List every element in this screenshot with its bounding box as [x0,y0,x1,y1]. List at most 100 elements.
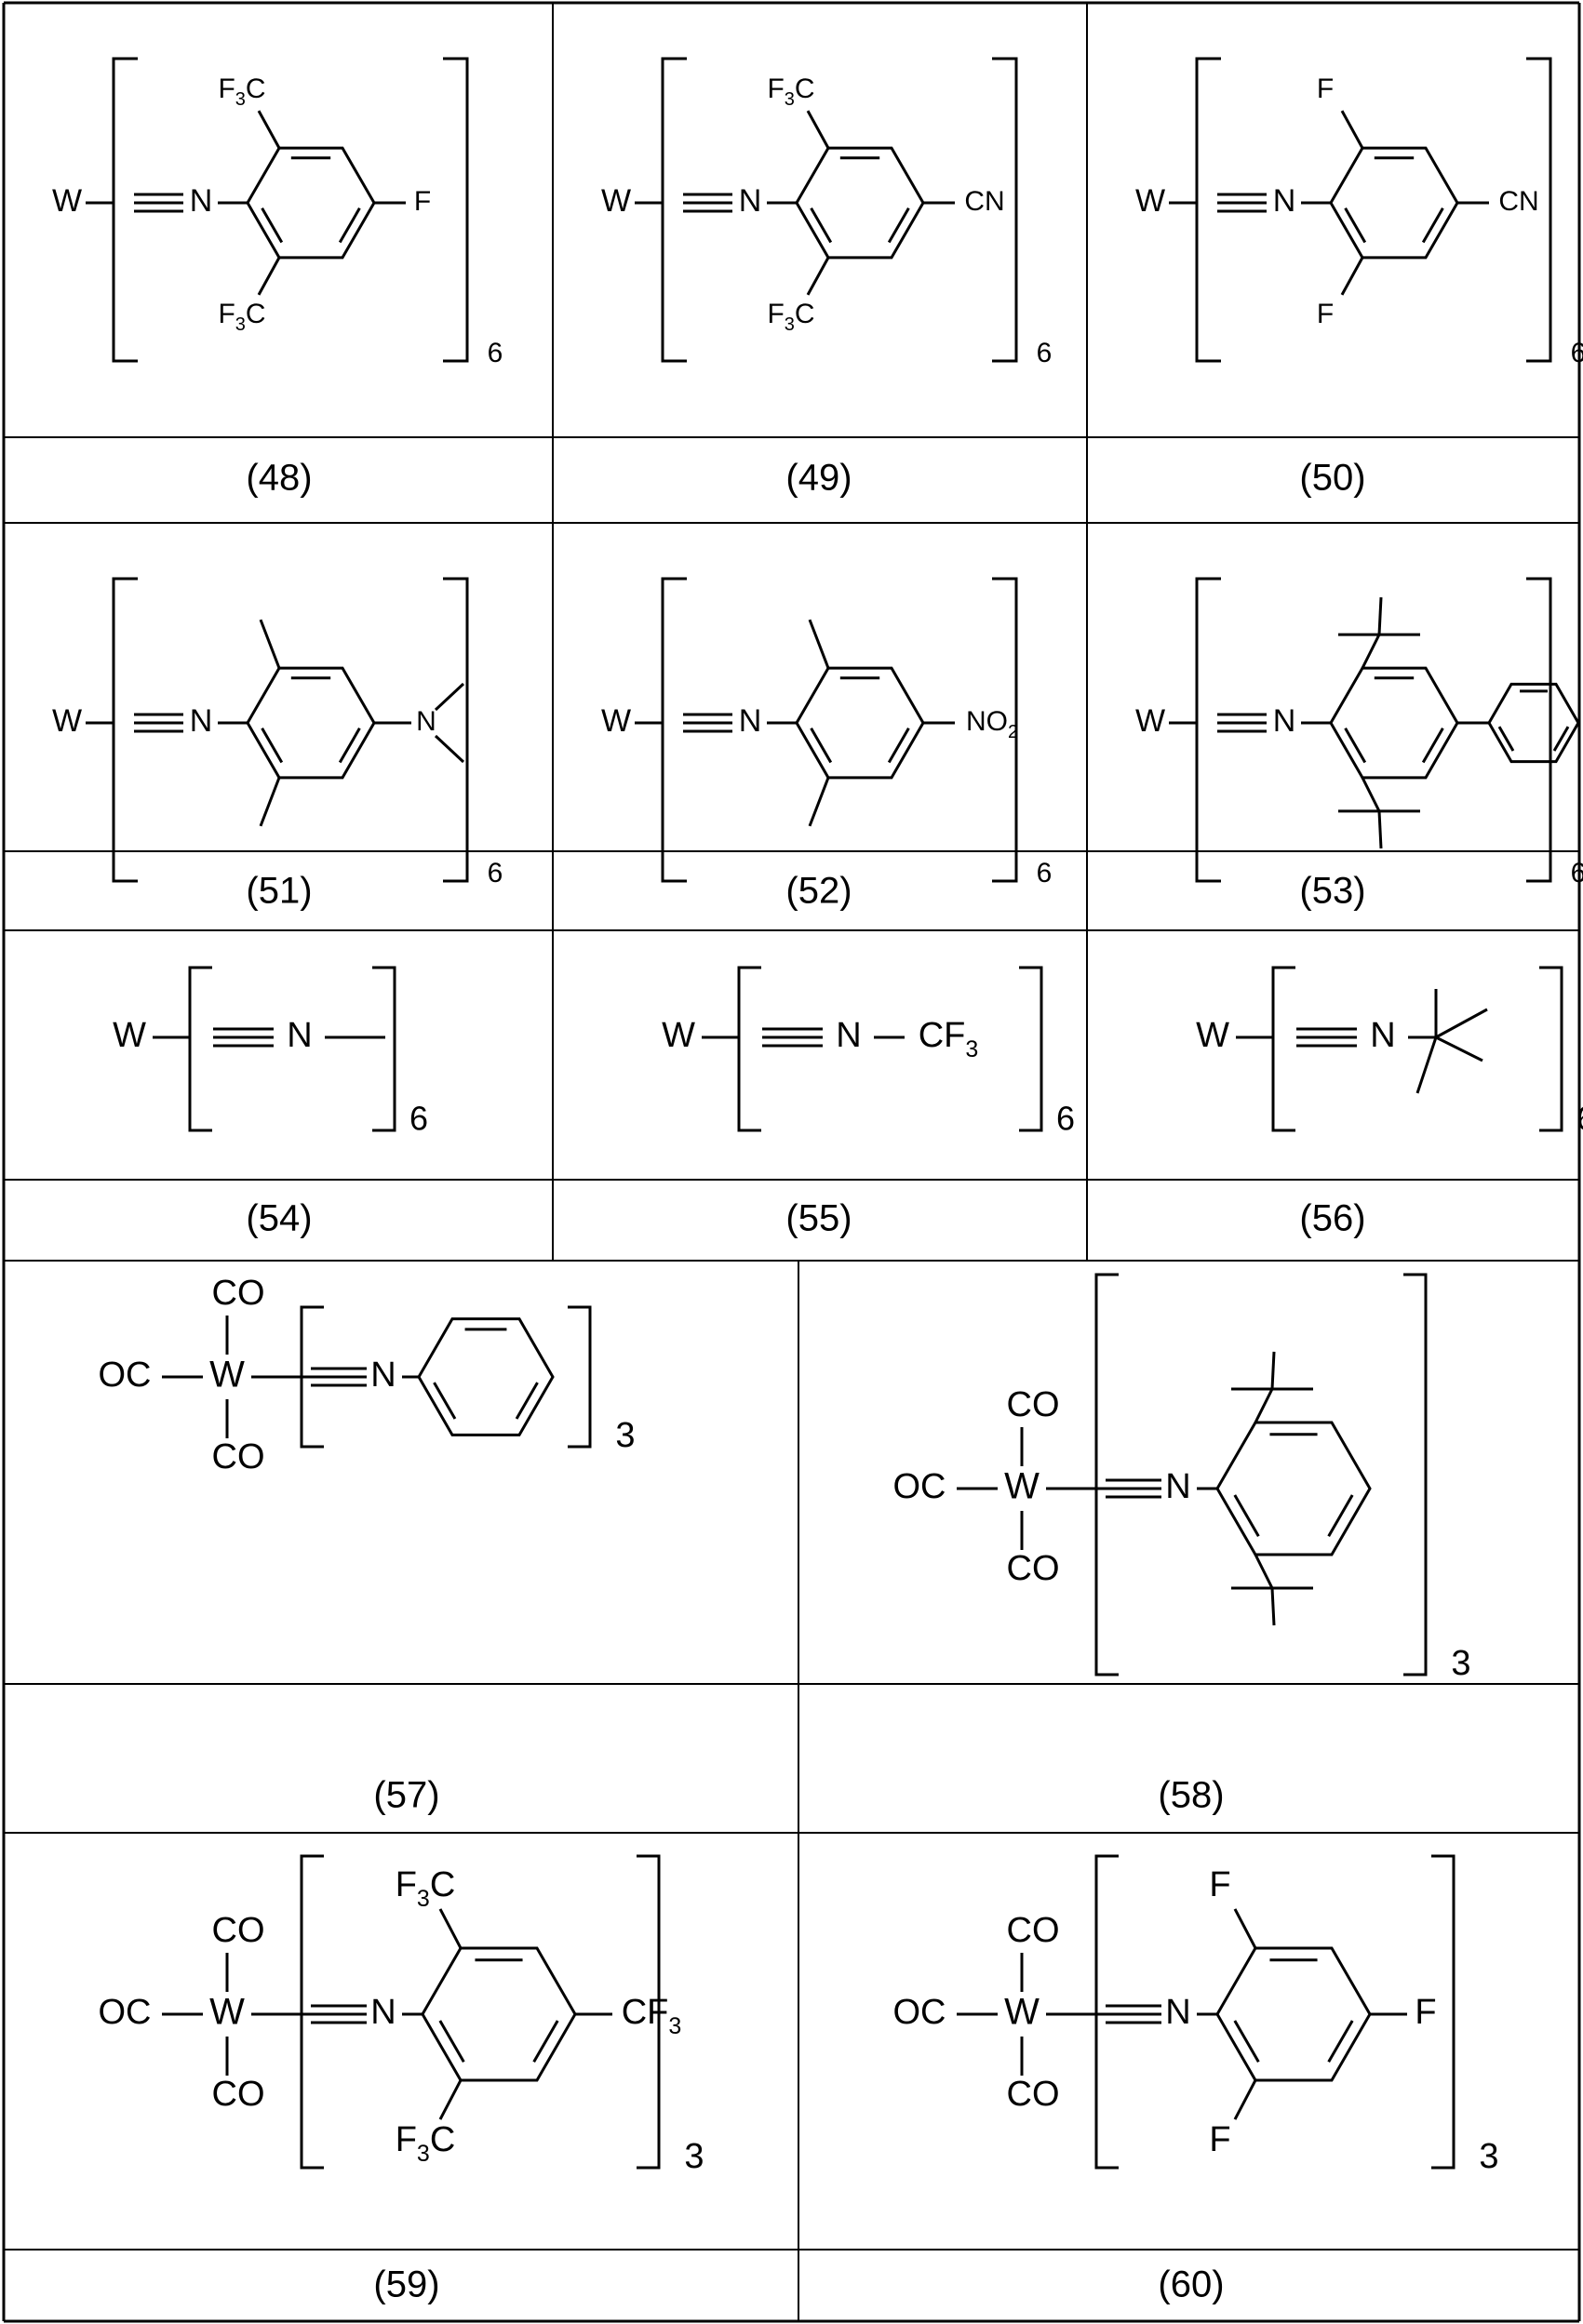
count-label: 6 [1571,338,1583,368]
bond [1362,634,1379,668]
nitrogen-atom: N [370,1993,396,2032]
double-bond [812,728,831,763]
compound-number: (51) [246,871,312,912]
double-bond [1346,208,1365,243]
compound-number: (49) [785,458,852,499]
bond [1255,1389,1272,1422]
count-label: 6 [1037,338,1053,368]
ortho-substituent: F [1317,299,1334,329]
carbonyl-bottom: CO [212,2075,265,2114]
bond [1235,2080,1255,2119]
count-label: 6 [488,858,503,888]
nitrogen-atom: N [190,183,213,219]
double-bond [1423,208,1442,243]
ortho-substituent: F3C [218,299,265,335]
metal-atom: W [1135,183,1165,219]
nitrogen-atom: N [836,1016,861,1055]
bracket-right [443,59,467,361]
double-bond [1235,2021,1259,2062]
bracket-left [739,968,761,1130]
benzene-ring [1331,668,1457,778]
compound-60: WOCCOCON3FFF(60) [893,1856,1499,2305]
double-bond [1346,728,1365,763]
bracket-right [1403,1275,1426,1675]
bracket-left [1273,968,1295,1130]
benzene-ring [797,148,923,258]
ortho-substituent: F [1209,2120,1230,2159]
bond [808,258,828,295]
para-substituent: F [1415,1993,1436,2032]
count-label: 3 [1451,1644,1470,1683]
double-bond [262,728,282,763]
carbonyl-left: OC [99,1356,152,1395]
substituent: CF3 [919,1016,979,1062]
phenyl-ring [1489,684,1578,761]
compound-57: WOCCOCON3(57) [99,1274,636,1816]
benzene-ring [797,668,923,778]
double-bond [889,208,908,243]
double-bond [534,2021,558,2062]
ortho-substituent: F [1209,1865,1230,1904]
bond [440,2080,461,2119]
methyl-bond [1417,1037,1436,1093]
methyl-bond [1379,811,1381,848]
metal-atom: W [662,1016,695,1055]
benzene-ring [419,1319,553,1436]
para-substituent: NO2 [966,706,1018,742]
compound-number: (55) [785,1198,852,1239]
bond [1342,111,1362,148]
bracket-left [1096,1275,1119,1675]
compound-number: (52) [785,871,852,912]
nitrogen-atom: N [739,703,762,739]
methyl-bond [261,620,279,668]
double-bond [340,208,359,243]
ortho-substituent: F3C [396,1865,456,1912]
compound-55: WN6CF3(55) [662,968,1075,1239]
benzene-ring [1217,1948,1370,2080]
nitrogen-atom: N [370,1356,396,1395]
bond [808,111,828,148]
nitrogen-atom: N [1273,183,1296,219]
bracket-left [1096,1856,1119,2168]
carbonyl-top: CO [1007,1385,1060,1424]
ortho-substituent: F3C [767,73,814,110]
compound-51: WN6N(51) [52,579,503,912]
nitrogen-atom: N [1370,1016,1395,1055]
nitrogen-atom: N [1273,703,1296,739]
compound-49: WN6F3CF3CCN(49) [601,59,1052,499]
benzene-ring [1331,148,1457,258]
bracket-left [190,968,212,1130]
metal-atom: W [1196,1016,1229,1055]
ortho-substituent: F3C [396,2120,456,2167]
compound-52: WN6NO2(52) [601,579,1052,912]
count-label: 3 [684,2137,704,2176]
metal-atom: W [209,1992,245,2033]
methyl-bond [1272,1588,1274,1625]
methyl-bond [1379,597,1381,634]
carbonyl-top: CO [212,1274,265,1313]
double-bond [262,208,282,243]
para-substituent: F [414,186,431,217]
compound-56: WN6(56) [1196,968,1583,1239]
compound-number: (48) [246,458,312,499]
bond [1255,1555,1272,1588]
para-substituent: CF3 [622,1993,682,2039]
nitrogen-atom: N [739,183,762,219]
double-bond [1329,1495,1353,1536]
carbonyl-left: OC [893,1993,946,2032]
metal-atom: W [601,703,631,739]
double-bond [435,1382,455,1419]
double-bond [1499,727,1513,751]
double-bond [440,2021,464,2062]
para-substituent: CN [1498,186,1538,217]
bond [1362,778,1379,811]
double-bond [1329,2021,1353,2062]
carbonyl-bottom: CO [212,1437,265,1476]
benzene-ring [248,668,374,778]
metal-atom: W [209,1355,245,1396]
methyl-bond [261,778,279,826]
compound-58: WOCCOCON3(58) [893,1275,1471,1816]
compound-50: WN6FFCN(50) [1135,59,1583,499]
metal-atom: W [52,703,82,739]
bracket-right [372,968,395,1130]
